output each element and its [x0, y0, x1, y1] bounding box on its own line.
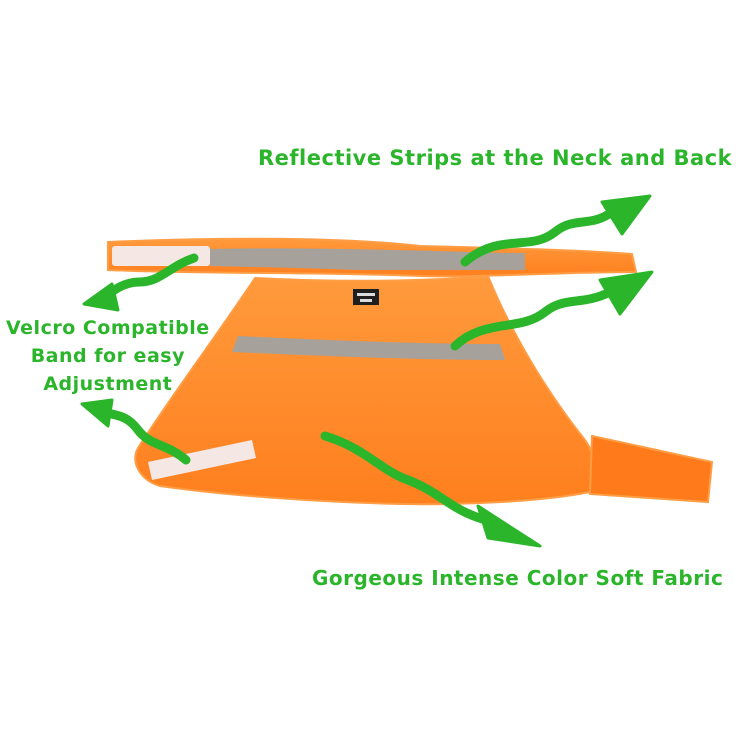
squiggly-arrow-icon [320, 431, 542, 548]
callout-velcro-line-2: Band for easy [30, 345, 185, 367]
squiggly-arrow-icon [450, 270, 654, 351]
neck-reflective-strip [210, 248, 525, 270]
callout-velcro-line-3: Adjustment [43, 373, 173, 395]
tag-icon [353, 289, 379, 305]
vest-body [134, 274, 714, 506]
body-reflective-strip [232, 336, 505, 360]
squiggly-arrow-icon [82, 253, 199, 312]
squiggly-arrow-icon [80, 398, 191, 465]
callout-soft-fabric: Gorgeous Intense Color Soft Fabric [312, 566, 724, 590]
callout-velcro-line-1: Velcro Compatible [6, 317, 210, 339]
callout-velcro-band: Velcro Compatible Band for easy Adjustme… [6, 314, 210, 398]
callout-reflective-strips: Reflective Strips at the Neck and Back [258, 146, 733, 170]
side-strap [588, 434, 714, 504]
velcro-patch-body [148, 440, 256, 480]
squiggly-arrow-icon [460, 194, 652, 267]
